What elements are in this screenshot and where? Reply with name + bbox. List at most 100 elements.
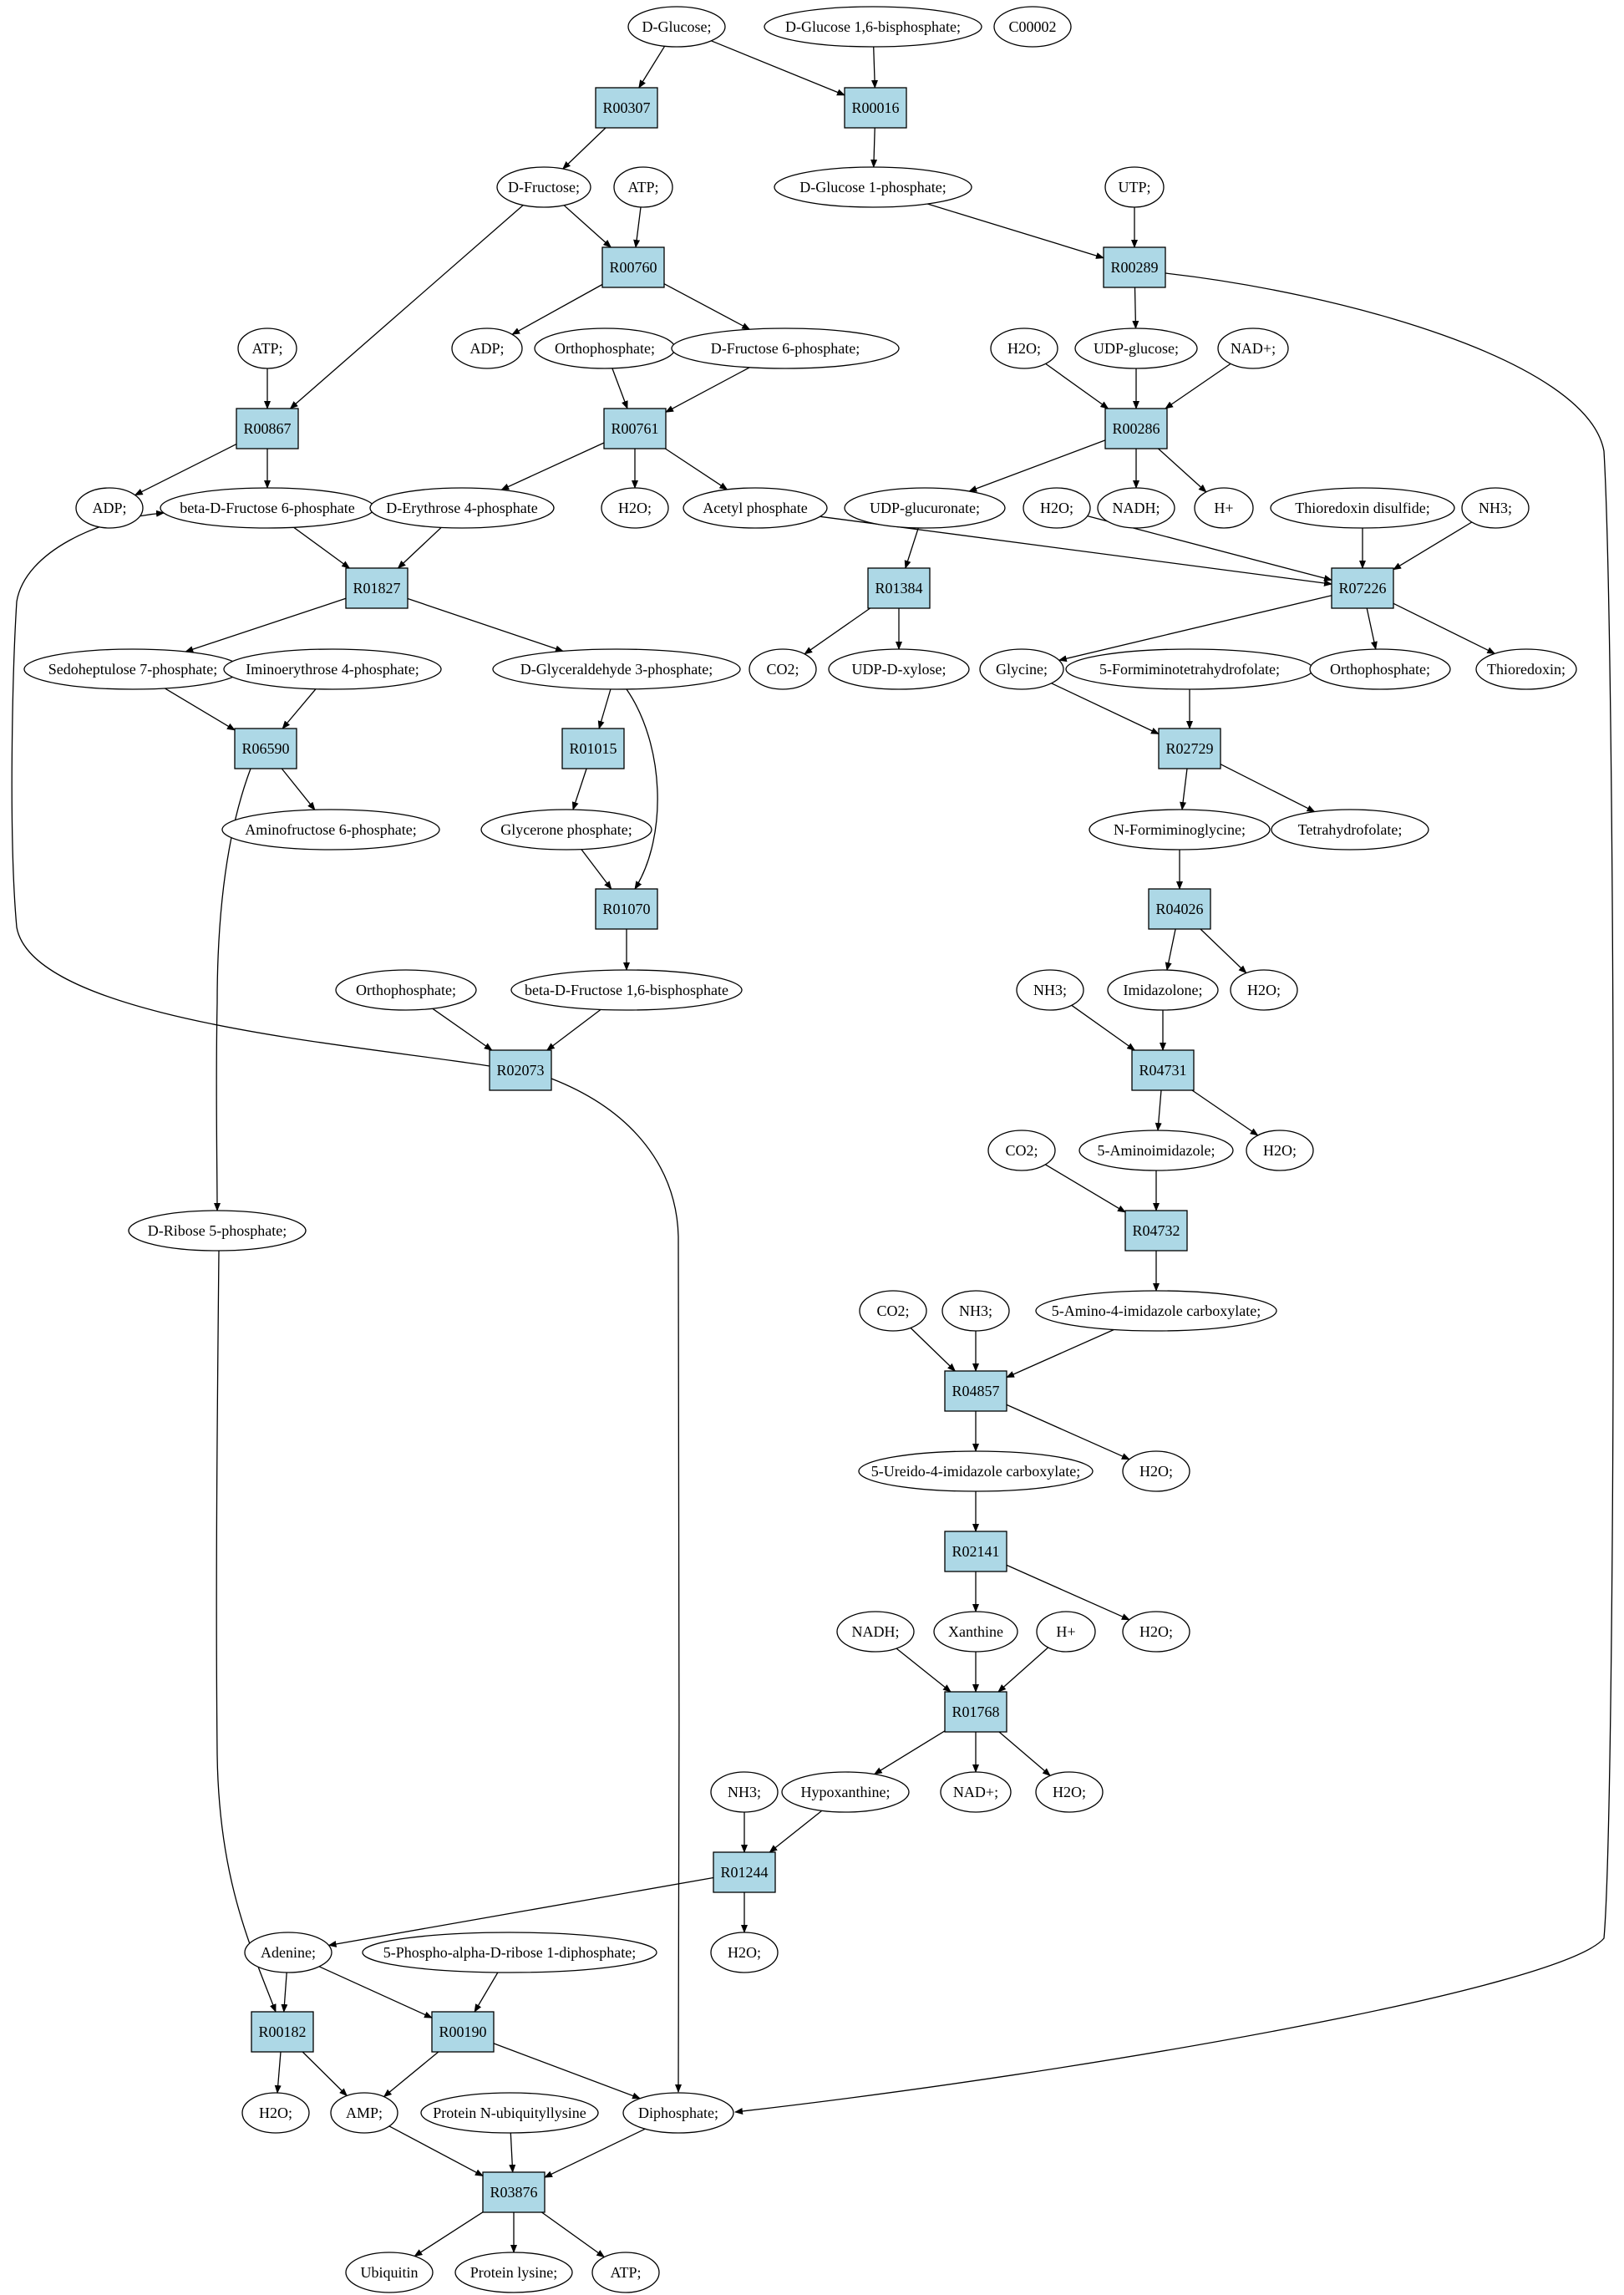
compound-node-c-5fthf[interactable]: 5-Formiminotetrahydrofolate; (1065, 648, 1314, 690)
compound-node-c-udpxyl[interactable]: UDP-D-xylose; (828, 648, 970, 690)
reaction-node-r-R00761[interactable]: R00761 (603, 408, 667, 449)
compound-node-c-dhap[interactable]: Glycerone phosphate; (480, 809, 652, 850)
compound-node-c-nh3-4[interactable]: NH3; (710, 1771, 779, 1813)
compound-node-c-xanthine[interactable]: Xanthine (933, 1611, 1018, 1653)
compound-node-c-ubiquitin[interactable]: Ubiquitin (345, 2252, 434, 2293)
compound-node-c-h2o4[interactable]: H2O; (1230, 969, 1298, 1011)
reaction-node-r-R06590[interactable]: R06590 (234, 728, 297, 769)
compound-node-c-orthop2[interactable]: Orthophosphate; (1309, 648, 1451, 690)
compound-node-c-nadp1[interactable]: NAD+; (1217, 327, 1289, 369)
compound-node-c-nh3-1[interactable]: NH3; (1461, 487, 1530, 529)
reaction-node-r-R01384[interactable]: R01384 (867, 567, 931, 609)
reaction-node-r-R00760[interactable]: R00760 (601, 246, 665, 288)
compound-node-c-imidazolone[interactable]: Imidazolone; (1107, 969, 1219, 1011)
compound-node-c-aminof6p[interactable]: Aminofructose 6-phosphate; (221, 809, 440, 850)
compound-node-c-g3p[interactable]: D-Glyceraldehyde 3-phosphate; (492, 648, 741, 690)
compound-node-c-glucose[interactable]: D-Glucose; (627, 6, 726, 48)
compound-node-c-adp2[interactable]: ADP; (75, 487, 144, 529)
compound-node-c-udpglc[interactable]: UDP-glucose; (1074, 327, 1198, 369)
compound-node-c-h2o8[interactable]: H2O; (1035, 1771, 1104, 1813)
reaction-node-r-R01827[interactable]: R01827 (345, 567, 409, 609)
compound-node-c-orthop3[interactable]: Orthophosphate; (335, 969, 477, 1011)
compound-node-c-hplus2[interactable]: H+ (1036, 1611, 1096, 1653)
compound-node-c-bdf6p[interactable]: beta-D-Fructose 6-phosphate (160, 487, 375, 529)
compound-node-c-trx[interactable]: Thioredoxin; (1475, 648, 1577, 690)
compound-node-c-imino4p[interactable]: Iminoerythrose 4-phosphate; (223, 648, 442, 690)
compound-node-c-atp2[interactable]: ATP; (237, 327, 297, 369)
compound-node-c-protlys[interactable]: Protein lysine; (454, 2252, 573, 2293)
reaction-node-r-R00286[interactable]: R00286 (1104, 408, 1168, 449)
compound-node-c-nadh2[interactable]: NADH; (836, 1611, 915, 1653)
compound-node-c-orthop1[interactable]: Orthophosphate; (534, 327, 676, 369)
compound-node-c-trxss[interactable]: Thioredoxin disulfide; (1270, 487, 1455, 529)
compound-node-c-co2-3[interactable]: CO2; (859, 1290, 927, 1332)
reaction-node-r-R00867[interactable]: R00867 (236, 408, 299, 449)
compound-node-c-h2o5[interactable]: H2O; (1246, 1130, 1314, 1171)
compound-node-c-nformgly[interactable]: N-Formiminoglycine; (1089, 809, 1271, 850)
reaction-node-r-R00289[interactable]: R00289 (1103, 246, 1166, 288)
compound-node-c-glc1p[interactable]: D-Glucose 1-phosphate; (774, 166, 972, 208)
reaction-node-r-R02729[interactable]: R02729 (1158, 728, 1221, 769)
compound-node-c-utp[interactable]: UTP; (1104, 166, 1165, 208)
compound-node-c-h2o10[interactable]: H2O; (241, 2092, 310, 2134)
reaction-node-r-R03876[interactable]: R03876 (482, 2171, 546, 2213)
compound-node-c-co2-2[interactable]: CO2; (987, 1130, 1056, 1171)
compound-node-c-h2o9[interactable]: H2O; (710, 1932, 779, 1973)
compound-node-c-hypoxanthine[interactable]: Hypoxanthine; (781, 1771, 910, 1813)
reaction-node-r-R04857[interactable]: R04857 (944, 1370, 1007, 1412)
reaction-box (1148, 888, 1211, 930)
compound-node-c-c00002[interactable]: C00002 (993, 6, 1072, 48)
reaction-node-r-R01244[interactable]: R01244 (713, 1851, 776, 1893)
reaction-node-r-R04731[interactable]: R04731 (1131, 1049, 1195, 1091)
compound-node-c-prpp[interactable]: 5-Phospho-alpha-D-ribose 1-diphosphate; (362, 1932, 657, 1973)
compound-node-c-s7p[interactable]: Sedoheptulose 7-phosphate; (23, 648, 242, 690)
compound-node-c-acetylp[interactable]: Acetyl phosphate (683, 487, 828, 529)
compound-node-c-nadh1[interactable]: NADH; (1097, 487, 1175, 529)
compound-node-c-h2o7[interactable]: H2O; (1122, 1611, 1190, 1653)
reaction-node-r-R00016[interactable]: R00016 (844, 87, 907, 129)
compound-node-c-glc16bp[interactable]: D-Glucose 1,6-bisphosphate; (764, 6, 982, 48)
compound-node-c-glycine[interactable]: Glycine; (979, 648, 1064, 690)
compound-node-c-fructose[interactable]: D-Fructose; (496, 166, 591, 208)
compound-node-c-5ureido[interactable]: 5-Ureido-4-imidazole carboxylate; (858, 1450, 1094, 1492)
edge-r-R02729-to-c-thf (1220, 764, 1316, 813)
reaction-node-r-R04732[interactable]: R04732 (1124, 1210, 1188, 1252)
compound-node-c-protnubq[interactable]: Protein N-ubiquityllysine (420, 2092, 599, 2134)
compound-node-c-nh3-3[interactable]: NH3; (941, 1290, 1010, 1332)
compound-node-c-5a4icarb[interactable]: 5-Amino-4-imidazole carboxylate; (1035, 1290, 1277, 1332)
compound-node-c-h2o1[interactable]: H2O; (990, 327, 1058, 369)
edge-c-glucose-to-r-R00016 (711, 40, 845, 96)
compound-node-c-h2o2[interactable]: H2O; (601, 487, 669, 529)
reaction-node-r-R02141[interactable]: R02141 (944, 1531, 1007, 1572)
compound-node-c-co2-1[interactable]: CO2; (749, 648, 817, 690)
reaction-node-r-R00182[interactable]: R00182 (251, 2011, 314, 2053)
reaction-node-r-R01015[interactable]: R01015 (561, 728, 625, 769)
compound-node-c-h2o3[interactable]: H2O; (1023, 487, 1091, 529)
reaction-node-r-R07226[interactable]: R07226 (1331, 567, 1394, 609)
compound-node-c-atp1[interactable]: ATP; (613, 166, 673, 208)
compound-node-c-adenine[interactable]: Adenine; (244, 1932, 332, 1973)
compound-node-c-e4p[interactable]: D-Erythrose 4-phosphate (369, 487, 555, 529)
compound-node-c-nh3-2[interactable]: NH3; (1016, 969, 1084, 1011)
reaction-node-r-R02073[interactable]: R02073 (489, 1049, 552, 1091)
reaction-node-r-R01768[interactable]: R01768 (944, 1691, 1007, 1733)
compound-node-c-amp[interactable]: AMP; (330, 2092, 398, 2134)
compound-node-c-fbp[interactable]: beta-D-Fructose 1,6-bisphosphate (510, 969, 743, 1011)
compound-node-c-r5p[interactable]: D-Ribose 5-phosphate; (128, 1210, 307, 1252)
compound-node-c-hplus1[interactable]: H+ (1194, 487, 1254, 529)
reaction-box (251, 2011, 314, 2053)
compound-node-c-thf[interactable]: Tetrahydrofolate; (1271, 809, 1429, 850)
reaction-node-r-R01070[interactable]: R01070 (595, 888, 658, 930)
compound-node-c-adp1[interactable]: ADP; (451, 327, 523, 369)
reaction-node-r-R04026[interactable]: R04026 (1148, 888, 1211, 930)
compound-node-c-h2o6[interactable]: H2O; (1122, 1450, 1190, 1492)
edge-r-R04026-to-c-imidazolone (1165, 928, 1176, 972)
compound-node-c-atp3[interactable]: ATP; (591, 2252, 660, 2293)
reaction-node-r-R00307[interactable]: R00307 (595, 87, 658, 129)
compound-node-c-udpglcur[interactable]: UDP-glucuronate; (844, 487, 1006, 529)
compound-node-c-diphosphate[interactable]: Diphosphate; (622, 2092, 734, 2134)
compound-node-c-nadp2[interactable]: NAD+; (940, 1771, 1012, 1813)
reaction-node-r-R00190[interactable]: R00190 (431, 2011, 495, 2053)
compound-node-c-f6p[interactable]: D-Fructose 6-phosphate; (671, 327, 900, 369)
compound-node-c-5aminoimid[interactable]: 5-Aminoimidazole; (1078, 1130, 1234, 1171)
